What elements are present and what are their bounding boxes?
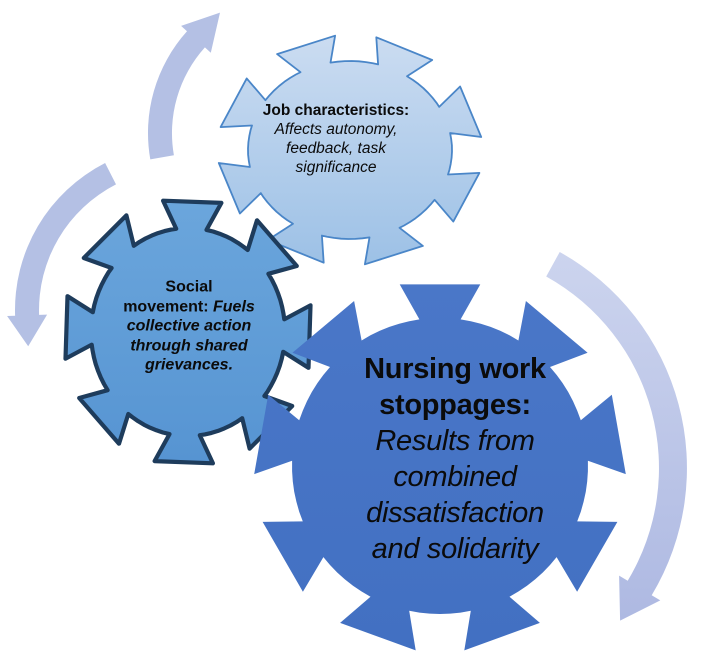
curved-arrow-left: [7, 163, 117, 347]
nursing-work-stoppages-gear: [254, 284, 626, 651]
job-characteristics-gear: [217, 34, 483, 266]
curved-arrow-upper-left: [147, 12, 220, 160]
social-movement-gear: [63, 198, 313, 466]
curved-arrow-right: [546, 252, 687, 621]
